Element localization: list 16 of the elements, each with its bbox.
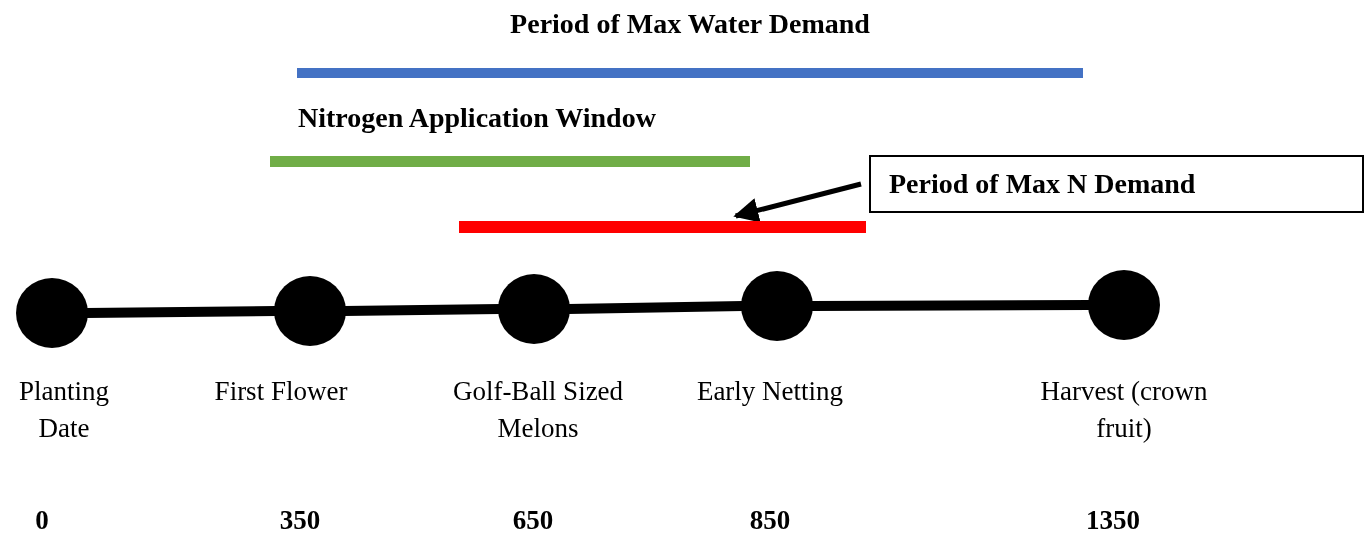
value-label: 650	[511, 505, 555, 536]
timeline-bar	[459, 221, 866, 233]
stage-label: Planting Date	[18, 375, 110, 445]
value-label: 350	[278, 505, 322, 536]
stage-label: Early Netting	[695, 375, 845, 408]
stage-label: First Flower	[213, 375, 349, 408]
callout-box: Period of Max N Demand	[869, 155, 1364, 213]
bar-heading: Period of Max Water Demand	[510, 10, 870, 38]
value-label: 0	[34, 505, 50, 536]
timeline-line	[811, 300, 1090, 311]
stage-label: Harvest (crown fruit)	[1039, 375, 1209, 445]
arrow	[733, 181, 862, 223]
bar-heading: Nitrogen Application Window	[298, 104, 656, 132]
value-label: 1350	[1085, 505, 1141, 536]
stage-label: Golf-Ball Sized Melons	[451, 375, 625, 445]
value-label: 850	[748, 505, 792, 536]
